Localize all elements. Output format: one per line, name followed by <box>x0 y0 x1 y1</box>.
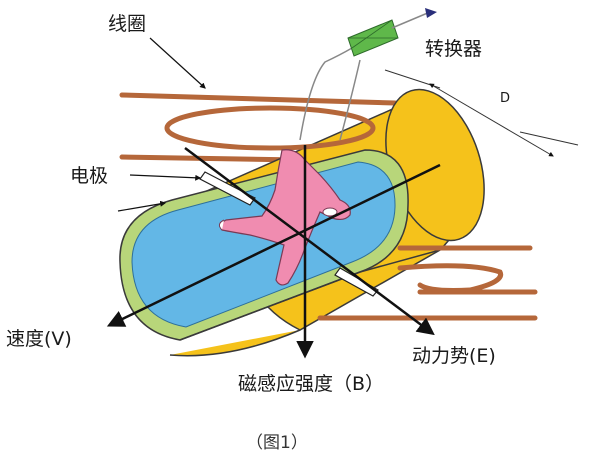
field-label: 磁感应强度（B） <box>238 373 384 395</box>
emf-axis <box>184 146 435 336</box>
leader-lines <box>117 37 206 212</box>
diameter-dimension <box>384 69 579 157</box>
hand-icon <box>218 149 351 286</box>
emf-label: 动力势(E) <box>412 345 496 367</box>
coil-top-loop <box>164 105 376 151</box>
figure-caption: （图1） <box>246 433 308 453</box>
velocity-axis <box>106 163 441 327</box>
converter-label: 转换器 <box>425 38 482 60</box>
velocity-label: 速度(V) <box>6 328 72 350</box>
axes <box>106 145 441 359</box>
converter-icon <box>299 8 437 141</box>
diameter-label: D <box>500 91 510 106</box>
electrode-label: 电极 <box>70 165 108 187</box>
coil-label: 线圈 <box>108 13 146 35</box>
